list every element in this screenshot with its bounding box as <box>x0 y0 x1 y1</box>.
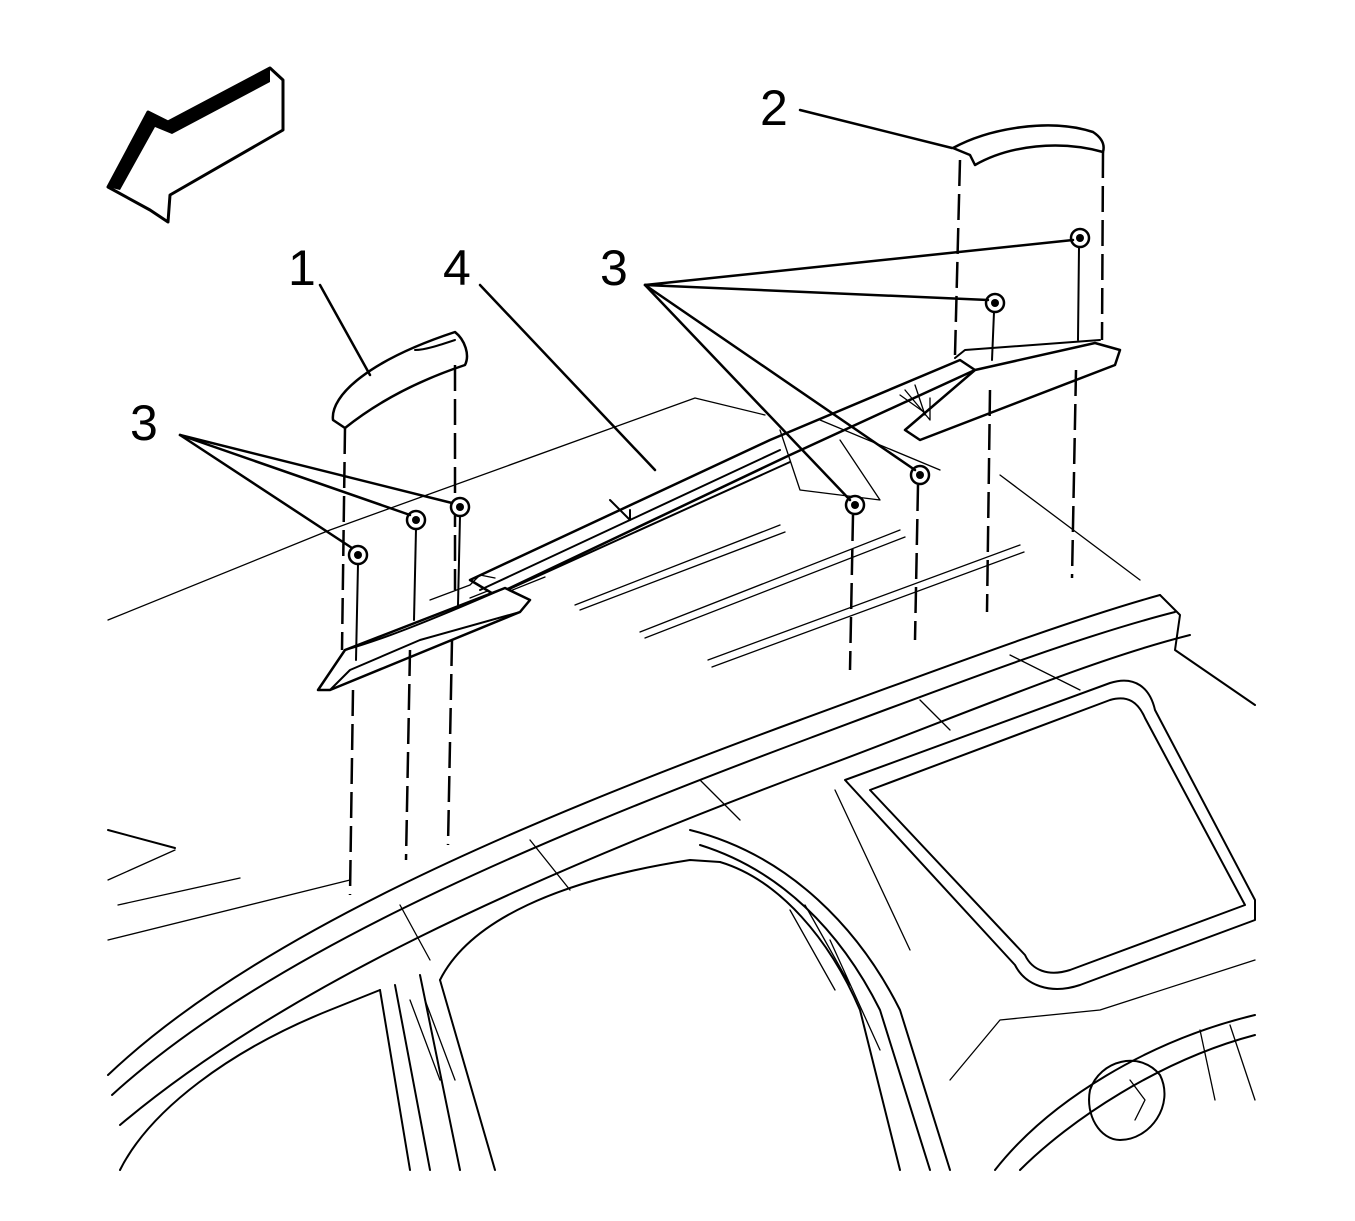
quarter-window <box>834 679 1256 1081</box>
fastener-bolt <box>404 509 427 861</box>
callout-1: 1 <box>288 240 316 296</box>
roof-panel <box>107 397 1141 941</box>
fastener-bolt <box>1069 227 1091 579</box>
fastener-bolt <box>909 464 931 641</box>
fastener-group-rear <box>844 227 1091 671</box>
fastener-bolt <box>446 496 471 846</box>
front-rail-support <box>316 574 532 692</box>
callout-3-rear: 3 <box>600 240 628 296</box>
rear-rail-support <box>903 339 1122 442</box>
fastener-bolt <box>984 292 1006 613</box>
door-opening-front <box>119 974 461 1171</box>
rear-body-panel <box>994 1014 1256 1171</box>
callout-2: 2 <box>760 80 788 136</box>
roof-side-rail <box>107 594 1256 1126</box>
leader-lines <box>178 108 1075 550</box>
callout-3-front: 3 <box>130 395 158 451</box>
roof-rail-assembly <box>468 358 977 601</box>
fastener-group-front <box>347 496 471 896</box>
end-cap-rear <box>951 124 1105 356</box>
callout-4: 4 <box>443 240 471 296</box>
door-opening-rear <box>439 829 951 1171</box>
fastener-bolt <box>347 544 369 896</box>
fastener-bolt <box>844 494 866 671</box>
arrow-front-icon <box>106 66 285 224</box>
end-cap-front <box>331 330 469 651</box>
